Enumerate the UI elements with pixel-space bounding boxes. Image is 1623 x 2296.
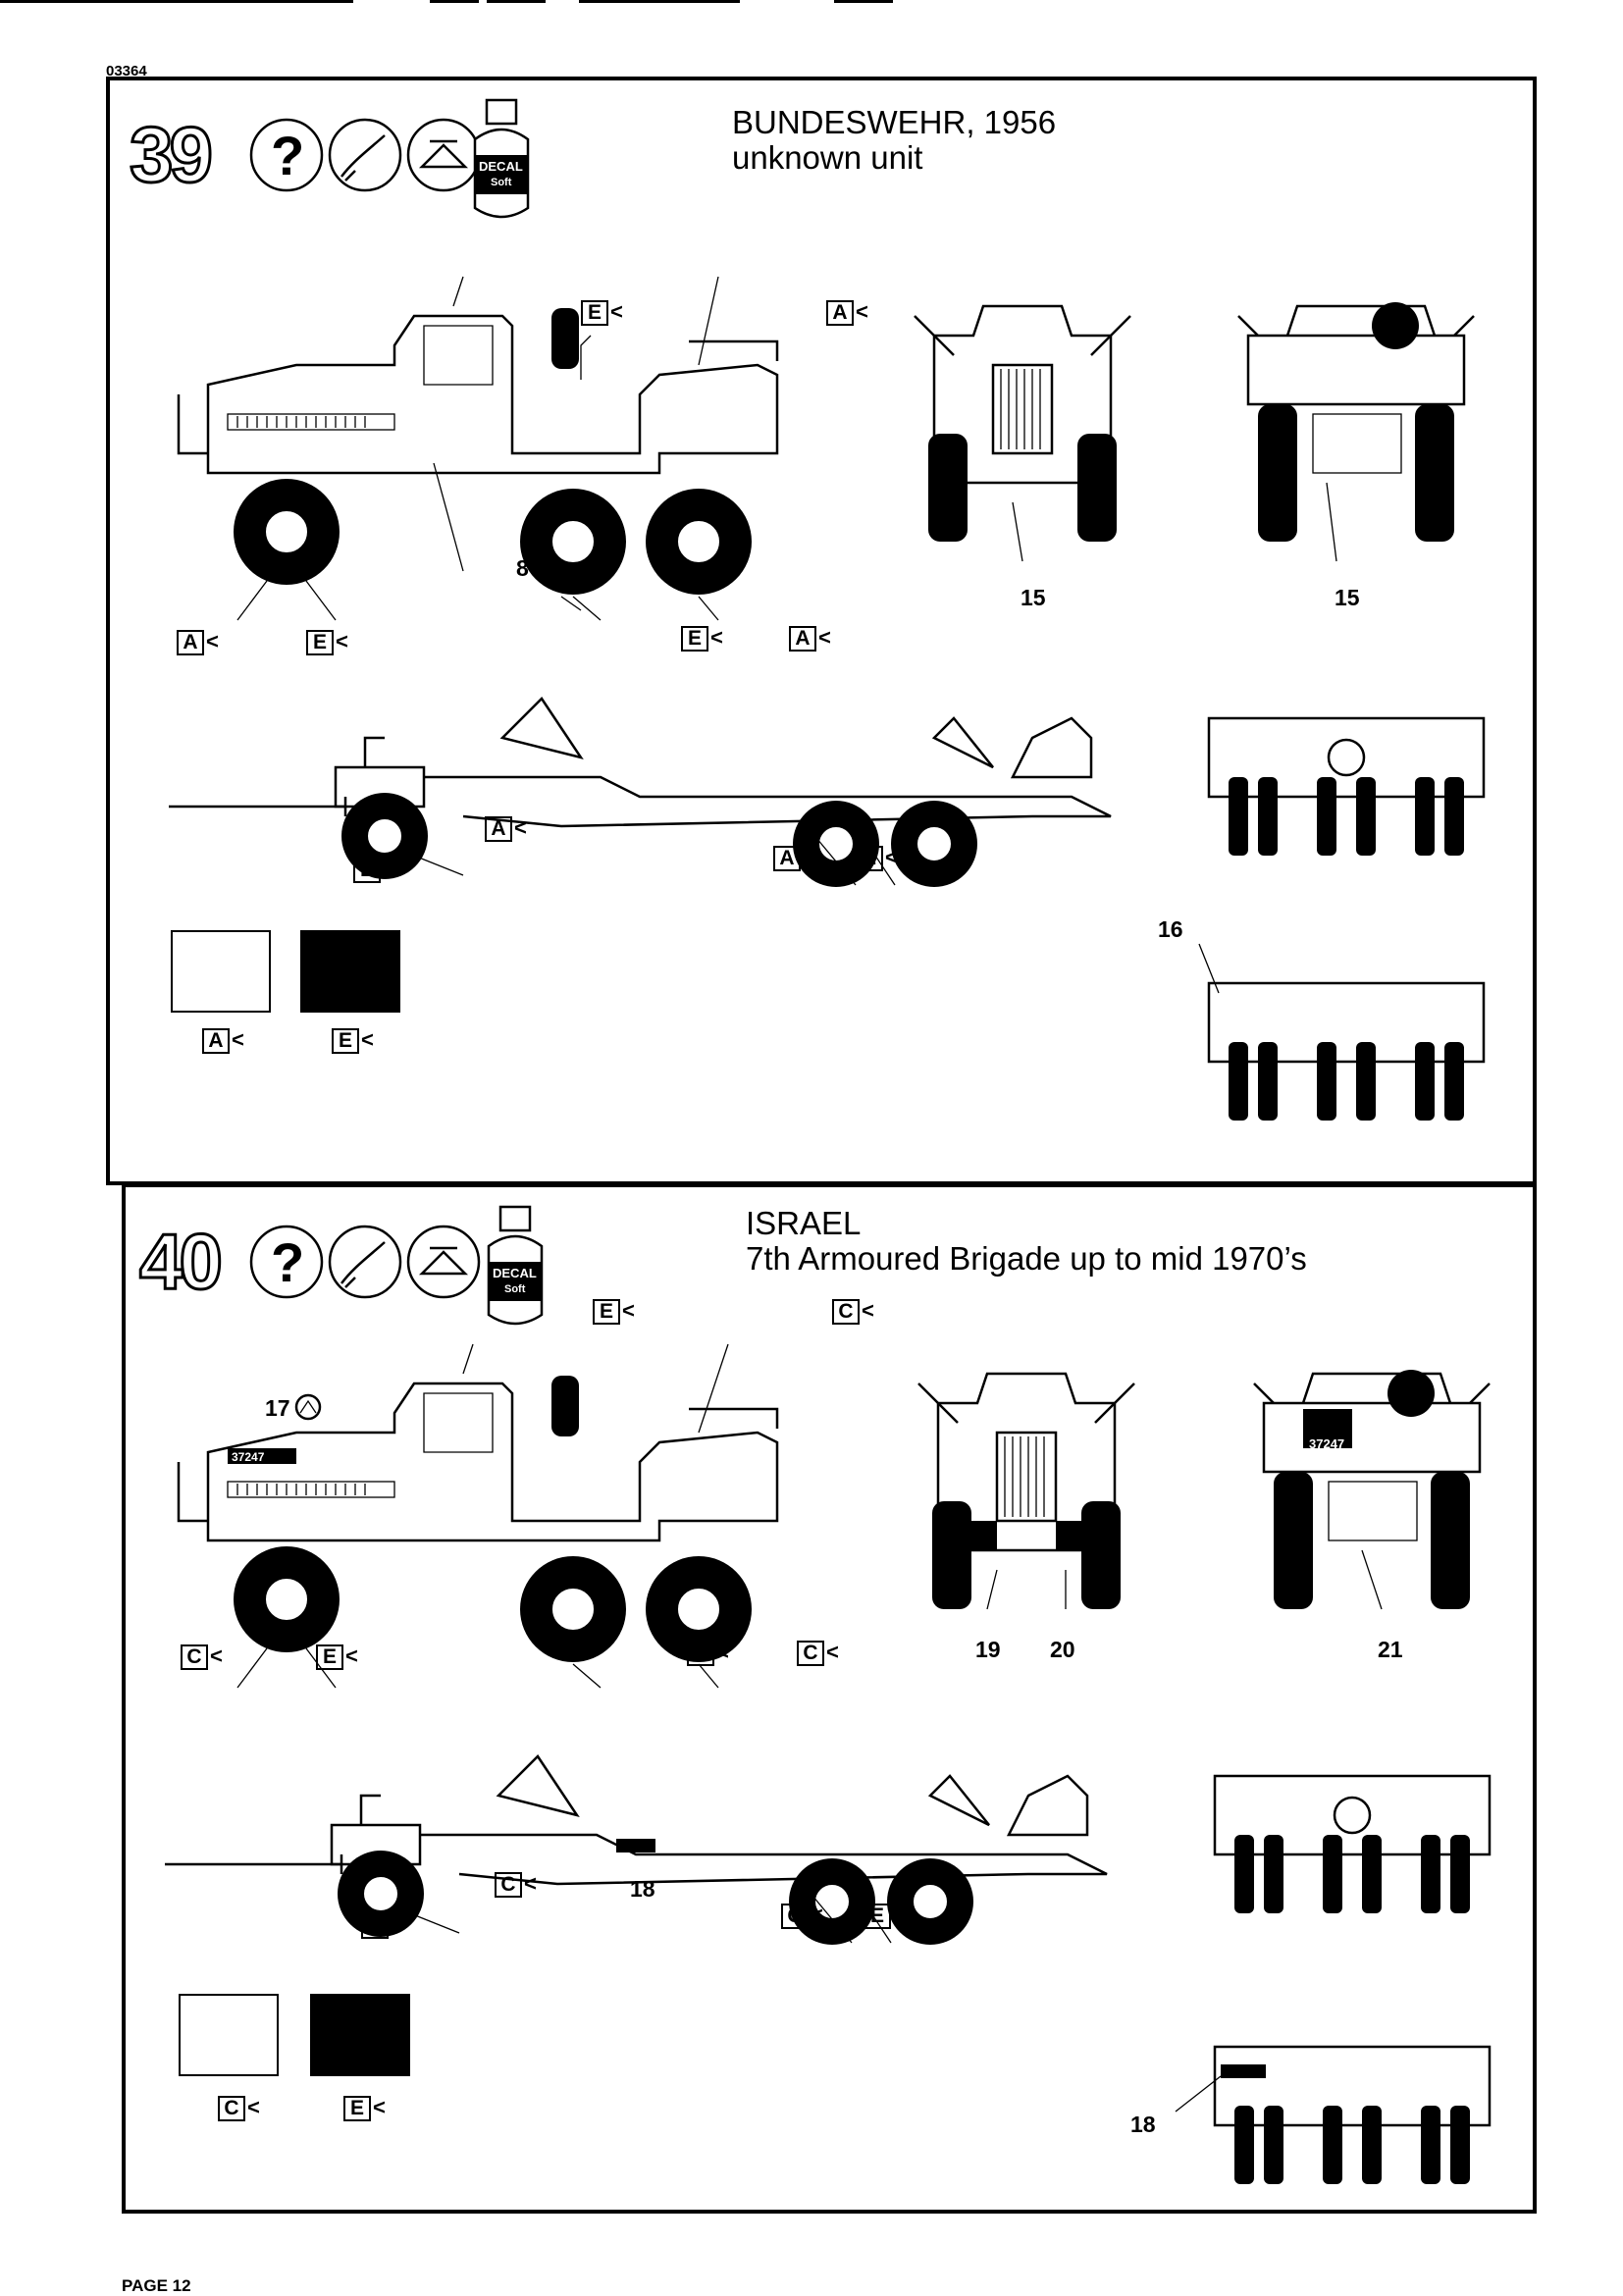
scheme-panel-39: 39 ? DECAL Soft BUNDESWEHR, 1956 unknown…	[106, 77, 1537, 1185]
trailer-front-view	[1213, 1774, 1492, 1913]
decal-ref: 18	[1130, 2112, 1156, 2137]
tractor-side-view	[177, 1343, 779, 1689]
step-icons: ?	[249, 1225, 481, 1299]
decal-can-label-soft: Soft	[504, 1283, 526, 1295]
paint-tag: C<	[495, 1872, 538, 1898]
trailer-rear-view	[1175, 2045, 1492, 2184]
question-icon	[249, 1225, 324, 1299]
step-number: 40	[138, 1218, 225, 1305]
paint-tag: E<	[581, 300, 624, 326]
paint-tag: E<	[593, 1299, 636, 1325]
paint-tag: E<	[856, 846, 899, 871]
paint-tag: E<	[306, 630, 349, 655]
paint-tag: A<	[202, 1028, 245, 1054]
paint-tag: A<	[485, 816, 528, 842]
tractor-front-view	[917, 1372, 1135, 1610]
paint-tag: C<	[832, 1299, 875, 1325]
decal-ref: 15	[1021, 585, 1046, 610]
decal-water-icon	[406, 1225, 481, 1299]
svg-text:?: ?	[271, 125, 304, 186]
paint-tag: E<	[687, 1641, 730, 1666]
trailer-side-view	[165, 1754, 1108, 1945]
brush-icon	[328, 118, 402, 192]
decal-ref: 19	[975, 1637, 1001, 1662]
tractor-rear-view	[1237, 302, 1475, 562]
tractor-front-view	[914, 304, 1131, 562]
color-swatch	[310, 1994, 410, 2076]
tractor-rear-view	[1253, 1370, 1491, 1610]
top-rule	[430, 0, 479, 3]
scheme-subtitle: 7th Armoured Brigade up to mid 1970’s	[746, 1240, 1307, 1277]
paint-tag: C<	[781, 1904, 824, 1929]
step-number: 39	[129, 111, 215, 198]
decal-ref: 18	[630, 1876, 655, 1902]
decal-ref: 20	[1050, 1637, 1075, 1662]
paint-tag: A<	[826, 300, 869, 326]
paint-tag: C<	[218, 2096, 261, 2121]
page-number: PAGE 12	[122, 2276, 191, 2295]
svg-text:?: ?	[271, 1231, 304, 1293]
color-swatch	[171, 930, 271, 1013]
paint-tag: E<	[332, 1028, 375, 1054]
decal-ref: 8	[516, 555, 529, 581]
hood-plate: 37247	[232, 1450, 265, 1464]
paint-tag: E<	[681, 626, 724, 652]
trailer-rear-view	[1198, 943, 1486, 1121]
question-icon	[249, 118, 324, 192]
decal-soft-can-icon	[487, 1205, 544, 1326]
decal-soft-can-icon	[473, 98, 530, 219]
top-rule	[579, 0, 740, 3]
scheme-subtitle: unknown unit	[732, 139, 923, 176]
scheme-title: BUNDESWEHR, 1956	[732, 104, 1057, 140]
decal-ref: 16	[1158, 916, 1183, 942]
paint-tag: E<	[864, 1904, 907, 1929]
document-code: 03364	[106, 63, 147, 79]
paint-tag: E<	[353, 858, 396, 883]
decal-can-label: DECAL	[479, 159, 523, 174]
scheme-panel-40: 40 ? DECAL Soft ISRAEL 7th Armoured Brig…	[122, 1183, 1537, 2214]
paint-tag: E<	[316, 1644, 359, 1670]
scheme-title: ISRAEL	[746, 1205, 862, 1241]
top-rule	[0, 0, 353, 3]
paint-tag: E<	[343, 2096, 387, 2121]
paint-tag: A<	[177, 630, 220, 655]
decal-can-label: DECAL	[493, 1266, 537, 1280]
brush-icon	[328, 1225, 402, 1299]
paint-tag: C<	[797, 1641, 840, 1666]
step-icons: ?	[249, 118, 481, 192]
decal-water-icon	[534, 553, 561, 581]
tractor-side-view	[177, 276, 779, 621]
decal-ref: 21	[1378, 1637, 1403, 1662]
rear-plate: 37247	[1309, 1436, 1345, 1451]
paint-tag: A<	[789, 626, 832, 652]
paint-tag: A<	[773, 846, 816, 871]
decal-ref: 15	[1335, 585, 1360, 610]
top-rule	[834, 0, 893, 3]
decal-ref: 17	[265, 1395, 290, 1421]
decal-water-icon	[294, 1393, 322, 1421]
trailer-front-view	[1207, 716, 1486, 856]
color-swatch	[179, 1994, 279, 2076]
decal-can-label-soft: Soft	[491, 177, 512, 188]
paint-tag: E<	[361, 1913, 404, 1939]
color-swatch	[300, 930, 400, 1013]
trailer-side-view	[169, 697, 1112, 887]
paint-tag: C<	[181, 1644, 224, 1670]
top-rule	[487, 0, 546, 3]
